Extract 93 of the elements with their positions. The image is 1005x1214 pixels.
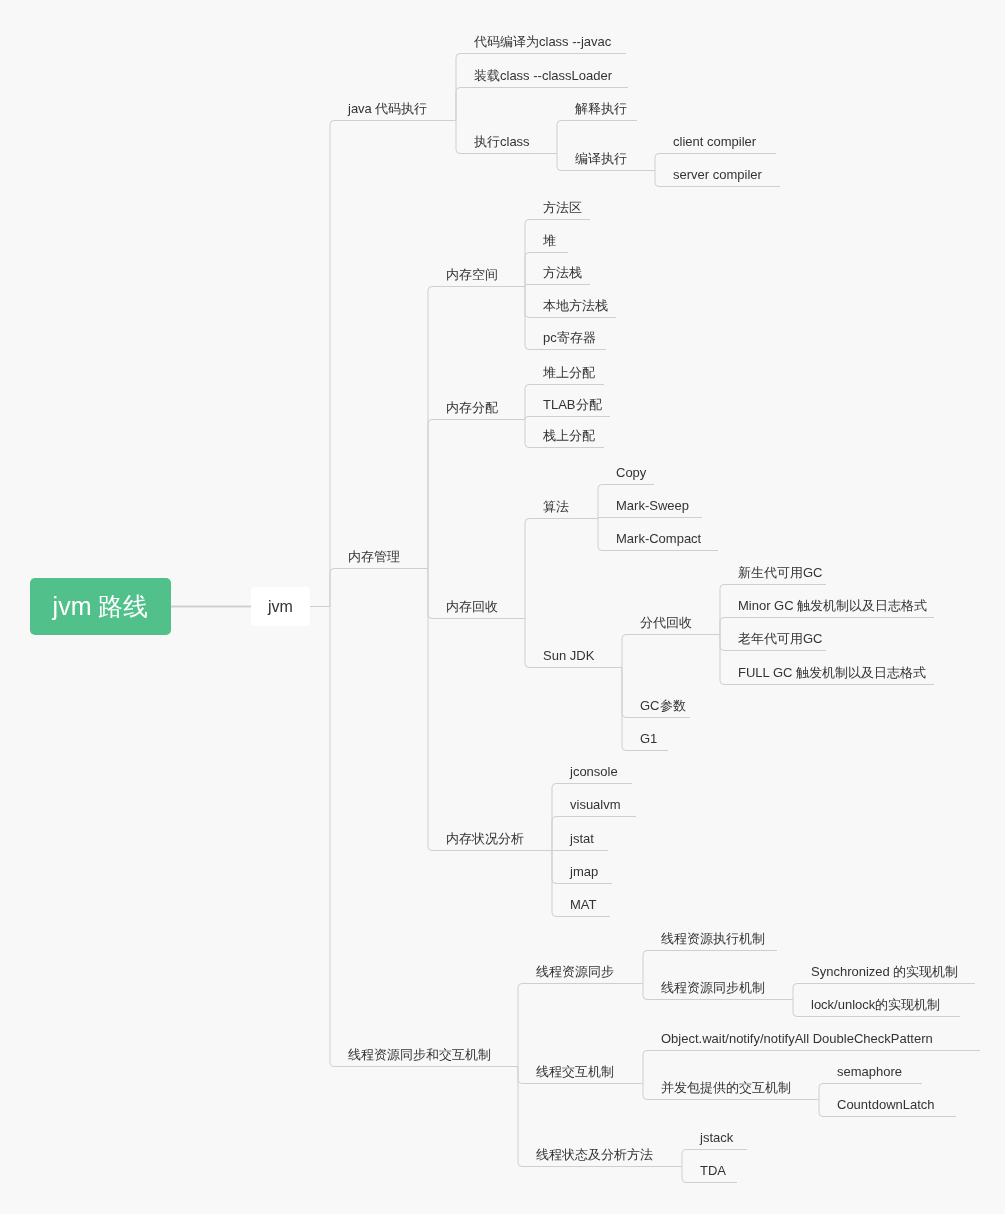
topic-label: 新生代可用GC (726, 563, 826, 585)
topic-label: 内存回收 (434, 597, 525, 619)
branch-connector (719, 617, 727, 635)
topic-label: 编译执行 (563, 149, 655, 171)
branch-connector (719, 634, 727, 685)
topic-label: 堆 (531, 231, 568, 253)
topic-label: 代码编译为class --javac (462, 32, 626, 54)
topic-label: lock/unlock的实现机制 (799, 995, 960, 1017)
topic-label: Copy (604, 463, 654, 485)
topic-label: Object.wait/notify/notifyAll DoubleCheckPattern (649, 1029, 980, 1051)
topic-label: 内存分配 (434, 398, 525, 420)
branch-connector (642, 1083, 650, 1100)
main-topic-box: jvm (251, 587, 310, 626)
branch-connector (597, 484, 605, 519)
topic-label: 方法栈 (531, 263, 590, 285)
branch-connector (621, 667, 629, 751)
branch-connector (524, 284, 532, 287)
topic-label: 装载class --classLoader (462, 66, 628, 88)
topic-label: FULL GC 触发机制以及日志格式 (726, 663, 934, 685)
topic-label: 老年代可用GC (726, 629, 826, 651)
branch-connector (427, 419, 435, 569)
branch-connector (818, 1099, 826, 1117)
topic-label: 本地方法栈 (531, 296, 616, 318)
branch-connector (556, 120, 564, 154)
branch-connector (517, 983, 525, 1067)
branch-connector (654, 170, 662, 187)
topic-label: Sun JDK (531, 646, 622, 668)
topic-label: jmap (558, 862, 612, 884)
topic-label: Mark-Sweep (604, 496, 702, 518)
branch-connector (792, 983, 800, 1000)
branch-connector (455, 87, 463, 121)
branch-connector (642, 1050, 650, 1084)
branch-connector (621, 634, 629, 668)
branch-connector (597, 518, 605, 551)
topic-label: GC参数 (628, 696, 690, 718)
topic-label: 线程资源同步 (524, 962, 643, 984)
topic-label: 线程资源执行机制 (649, 929, 777, 951)
topic-label: 分代回收 (628, 613, 720, 635)
topic-label: semaphore (825, 1062, 922, 1084)
topic-label: 线程状态及分析方法 (524, 1145, 682, 1167)
topic-label: visualvm (558, 795, 636, 817)
branch-connector (551, 816, 559, 851)
branch-connector (551, 850, 559, 917)
root-topic-box: jvm 路线 (30, 578, 171, 635)
topic-label: CountdownLatch (825, 1095, 956, 1117)
topic-label: client compiler (661, 132, 776, 154)
topic-label: server compiler (661, 165, 780, 187)
topic-label: 线程资源同步和交互机制 (336, 1045, 518, 1067)
topic-label: 堆上分配 (531, 363, 604, 385)
branch-connector (170, 605, 252, 608)
branch-connector (551, 850, 559, 851)
topic-label: G1 (628, 729, 668, 751)
topic-label: 解释执行 (563, 99, 637, 121)
topic-label: 并发包提供的交互机制 (649, 1078, 819, 1100)
branch-connector (427, 568, 435, 851)
branch-connector (524, 518, 532, 619)
branch-connector (642, 950, 650, 984)
topic-label: 内存空间 (434, 265, 525, 287)
topic-label: 内存状况分析 (434, 829, 552, 851)
topic-label: 执行class (462, 132, 557, 154)
branch-connector (517, 1066, 525, 1167)
topic-label: java 代码执行 (336, 99, 456, 121)
topic-label: 算法 (531, 497, 598, 519)
branch-connector (792, 999, 800, 1017)
topic-label: 线程资源同步机制 (649, 978, 793, 1000)
branch-connector (597, 517, 605, 519)
branch-connector (681, 1149, 689, 1167)
branch-connector (524, 416, 532, 420)
topic-label: Minor GC 触发机制以及日志格式 (726, 596, 934, 618)
topic-label: MAT (558, 895, 610, 917)
branch-connector (524, 252, 532, 287)
branch-connector (642, 983, 650, 1000)
branch-connector (524, 419, 532, 448)
branch-connector (654, 153, 662, 171)
branch-connector (455, 120, 463, 154)
branch-connector (818, 1083, 826, 1100)
topic-label: jstack (688, 1128, 747, 1150)
topic-label: 内存管理 (336, 547, 428, 569)
branch-connector (681, 1166, 689, 1183)
branch-connector (524, 618, 532, 668)
branch-connector (556, 153, 564, 171)
topic-label: jconsole (558, 762, 632, 784)
topic-label: TLAB分配 (531, 395, 610, 417)
topic-label: TDA (688, 1161, 737, 1183)
branch-connector (524, 384, 532, 420)
topic-label: Mark-Compact (604, 529, 718, 551)
topic-label: pc寄存器 (531, 328, 606, 350)
topic-label: 线程交互机制 (524, 1062, 643, 1084)
topic-label: jstat (558, 829, 608, 851)
topic-label: Synchronized 的实现机制 (799, 962, 975, 984)
branch-connector (524, 286, 532, 350)
topic-label: 栈上分配 (531, 426, 604, 448)
topic-label: 方法区 (531, 198, 590, 220)
